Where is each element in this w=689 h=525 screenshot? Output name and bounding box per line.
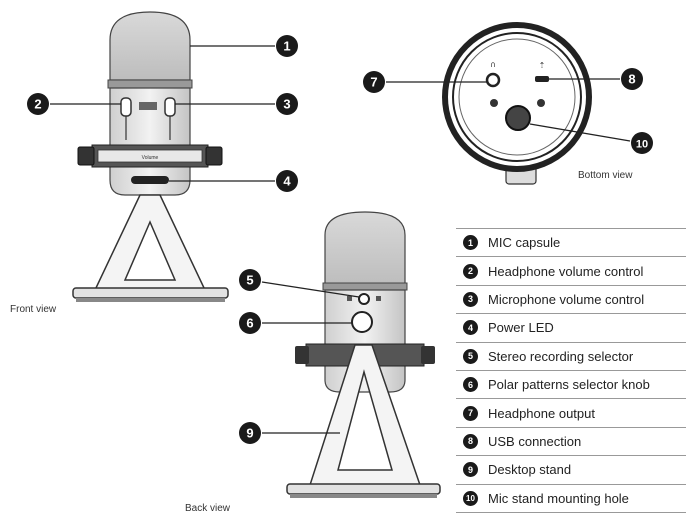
legend-row: 6 Polar patterns selector knob: [456, 371, 686, 400]
polar-patterns-selector-knob: [351, 311, 373, 333]
bottom-screw-left: [490, 99, 498, 107]
callout-badge-6: 6: [239, 312, 261, 334]
legend-row: 7 Headphone output: [456, 399, 686, 428]
back-stand-base: [286, 483, 441, 495]
legend-label: Desktop stand: [488, 462, 572, 478]
headphone-volume-control: [120, 97, 132, 117]
callout-badge-7: 7: [363, 71, 385, 93]
callout-badge-10: 10: [631, 132, 653, 154]
callout-badge-2: 2: [27, 93, 49, 115]
back-view-label: Back view: [185, 503, 231, 514]
legend-label: Microphone volume control: [488, 291, 645, 307]
back-view-microphone: [286, 211, 441, 498]
back-left-knob: [295, 346, 309, 364]
bottom-screw-right: [537, 99, 545, 107]
legend-number-badge: 3: [463, 291, 478, 307]
legend-label: Headphone volume control: [488, 263, 644, 279]
legend-table: 1 MIC capsule 2 Headphone volume control…: [456, 228, 686, 513]
svg-text:8: 8: [628, 72, 635, 87]
front-logo-mark: [139, 102, 157, 110]
callout-badge-9: 9: [239, 422, 261, 444]
front-right-knob: [205, 146, 223, 166]
front-view-microphone: Volume: [72, 11, 229, 302]
legend-row: 9 Desktop stand: [456, 456, 686, 485]
legend-number-badge: 7: [463, 405, 478, 421]
legend-number-badge: 2: [463, 263, 478, 279]
headphone-output: [485, 72, 501, 88]
legend-label: Stereo recording selector: [488, 348, 634, 364]
legend-row: 10 Mic stand mounting hole: [456, 485, 686, 513]
bottom-view-label: Bottom view: [578, 170, 633, 181]
legend-number-badge: 1: [463, 235, 478, 251]
usb-symbol: ⇡: [539, 61, 546, 70]
legend-row: 3 Microphone volume control: [456, 286, 686, 315]
usb-connection: [535, 76, 549, 82]
headphone-symbol: ∩: [490, 60, 496, 69]
legend-label: Mic stand mounting hole: [488, 490, 629, 506]
front-desktop-stand: [93, 194, 207, 291]
svg-text:2: 2: [34, 97, 41, 112]
legend-row: 4 Power LED: [456, 314, 686, 343]
back-right-knob: [421, 346, 435, 364]
callout-badge-1: 1: [276, 35, 298, 57]
legend-number-badge: 10: [463, 490, 478, 506]
front-mic-ring: [107, 79, 193, 89]
front-view-label: Front view: [10, 304, 57, 315]
svg-text:6: 6: [246, 316, 253, 331]
legend-label: MIC capsule: [488, 235, 561, 251]
back-mic-capsule: [324, 211, 406, 286]
front-left-knob: [77, 146, 95, 166]
legend-number-badge: 9: [463, 462, 478, 478]
callout-badge-5: 5: [239, 269, 261, 291]
callout-badge-3: 3: [276, 93, 298, 115]
front-stand-base: [72, 287, 229, 299]
legend-number-badge: 8: [463, 433, 478, 449]
power-led: [131, 176, 169, 184]
front-mic-capsule: [109, 11, 191, 81]
callout-badge-4: 4: [276, 170, 298, 192]
stereo-recording-selector: [358, 293, 370, 305]
bottom-view-microphone: ∩ ⇡: [442, 22, 592, 185]
svg-text:9: 9: [246, 426, 253, 441]
legend-label: Power LED: [488, 320, 554, 336]
legend-row: 8 USB connection: [456, 428, 686, 457]
svg-text:1: 1: [283, 39, 290, 54]
svg-text:3: 3: [283, 97, 290, 112]
legend-row: 2 Headphone volume control: [456, 257, 686, 286]
svg-text:7: 7: [370, 75, 377, 90]
mic-stand-mounting-hole: [505, 105, 531, 131]
legend-number-badge: 6: [463, 377, 478, 393]
legend-number-badge: 5: [463, 348, 478, 364]
svg-text:4: 4: [283, 174, 291, 189]
svg-text:5: 5: [246, 273, 253, 288]
legend-label: USB connection: [488, 433, 582, 449]
legend-row: 5 Stereo recording selector: [456, 343, 686, 371]
svg-text:10: 10: [636, 139, 648, 151]
legend-label: Headphone output: [488, 405, 595, 421]
callout-badge-8: 8: [621, 68, 643, 90]
legend-number-badge: 4: [463, 320, 478, 336]
front-clamp-label: Volume: [142, 155, 159, 161]
microphone-volume-control: [164, 97, 176, 117]
callout-leader-lines: [50, 45, 631, 434]
legend-label: Polar patterns selector knob: [488, 377, 650, 393]
legend-row: 1 MIC capsule: [456, 229, 686, 258]
